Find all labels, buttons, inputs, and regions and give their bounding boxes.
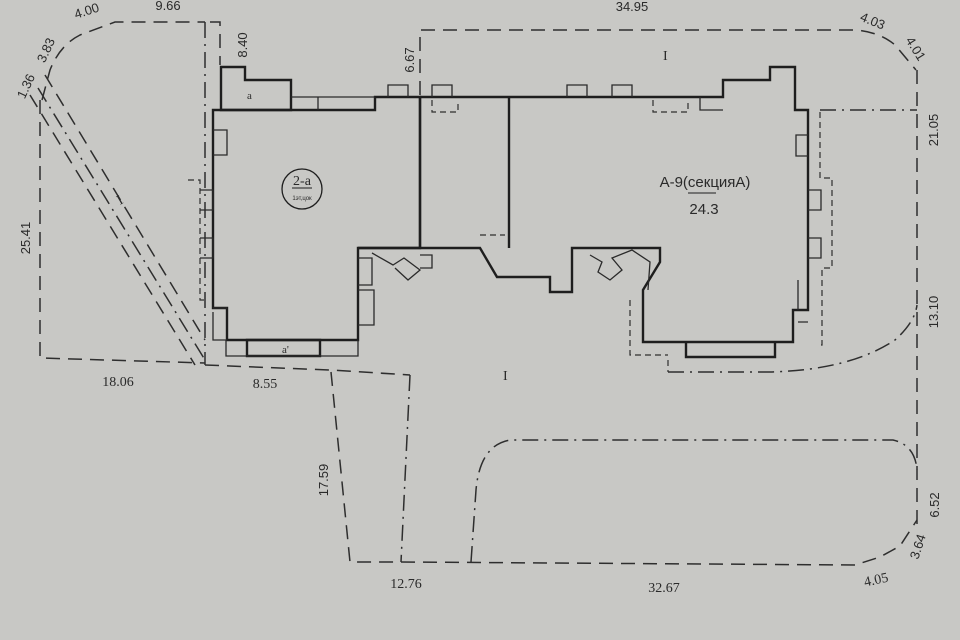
plot-boundary <box>39 21 918 566</box>
dim-label: 13.10 <box>926 296 941 329</box>
dim-label: 3.64 <box>907 532 929 561</box>
annex-note: 1эт,цок <box>292 196 312 202</box>
dim-label: 6.67 <box>402 47 417 72</box>
building-name: А-9(секцияА) <box>660 174 751 191</box>
dim-label: 8.40 <box>235 32 250 57</box>
dim-label: 12.76 <box>390 577 422 592</box>
dim-label: 25.41 <box>18 222 33 255</box>
road-corridor <box>29 74 206 366</box>
dim-label: 9.66 <box>155 0 180 13</box>
dim-label: 3.83 <box>34 35 58 64</box>
annex-a-label: а <box>247 90 252 102</box>
zone-mark: I <box>115 193 127 208</box>
dim-label: 18.06 <box>102 375 134 390</box>
dim-label: 17.59 <box>316 464 331 497</box>
annex-id-circle <box>281 168 323 210</box>
building-value: 24.3 <box>689 201 718 218</box>
dim-label: 21.05 <box>926 114 941 147</box>
dim-label: 32.67 <box>648 581 680 596</box>
zone-mark: I <box>503 369 508 384</box>
dim-label: 4.00 <box>72 0 101 22</box>
inner-zone-lines <box>188 109 918 563</box>
building-annex-2a: 2-а 1эт,цок а а' <box>200 65 422 358</box>
dim-label: 1.36 <box>14 71 38 100</box>
annex-a <box>219 65 293 112</box>
annex-id: 2-а <box>293 174 312 189</box>
dim-label: 34.95 <box>616 0 649 14</box>
building-a9: А-9(секцияА) 24.3 <box>358 65 822 359</box>
annex-a-prime-label: а' <box>282 344 289 356</box>
zone-mark: I <box>663 49 668 64</box>
dimension-labels: 4.00 9.66 1.36 3.83 8.40 6.67 34.95 4.03… <box>14 0 942 596</box>
dim-label: 4.05 <box>863 571 890 591</box>
dim-label: 4.03 <box>858 9 887 32</box>
dim-label: 8.55 <box>253 377 278 392</box>
dim-label: 6.52 <box>927 492 942 517</box>
